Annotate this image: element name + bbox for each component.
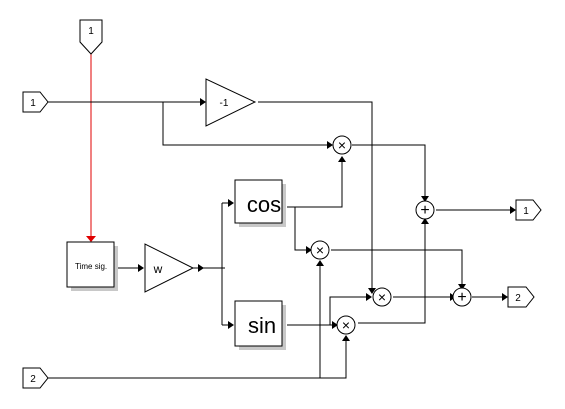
outport-1[interactable]: 1	[515, 199, 542, 221]
product-block-3[interactable]: ×	[372, 287, 392, 307]
sin-block[interactable]: sin	[234, 300, 286, 350]
wires	[48, 54, 516, 379]
product-1-symbol: ×	[338, 137, 346, 153]
wire-p1-out	[352, 144, 426, 197]
inport-top-label: 1	[88, 26, 94, 37]
wire-enable-arrowhead	[86, 236, 96, 242]
sum-2-symbol: +	[457, 289, 466, 306]
wire-cos-out	[287, 160, 343, 208]
gain-negative-one-block[interactable]: -1	[205, 78, 257, 127]
product-block-2[interactable]: ×	[310, 240, 330, 260]
outport-1-label: 1	[523, 206, 529, 217]
cos-block[interactable]: cos	[234, 179, 286, 227]
product-block-4[interactable]: ×	[336, 315, 356, 335]
wire-in1-branch	[162, 102, 327, 146]
wire-in2	[48, 339, 347, 379]
inport-1[interactable]: 1	[22, 91, 49, 113]
inport-top[interactable]: 1	[79, 19, 103, 55]
time-signal-label: Time sig.	[75, 262, 107, 271]
gain-w-block[interactable]: w	[144, 243, 195, 293]
product-2-symbol: ×	[316, 242, 324, 258]
sum-block-2[interactable]: +	[452, 287, 472, 307]
inport-2[interactable]: 2	[22, 367, 49, 389]
wire-p4-out	[358, 221, 426, 324]
wire-neg-out	[258, 101, 373, 290]
product-4-symbol: ×	[342, 317, 350, 333]
gain-negative-one-label: -1	[220, 98, 229, 109]
sum-1-symbol: +	[420, 202, 429, 219]
outport-2-label: 2	[515, 293, 521, 304]
product-3-symbol: ×	[378, 289, 386, 305]
cos-label: cos	[247, 192, 281, 217]
gain-w-label: w	[153, 262, 163, 276]
wire-p2-out	[331, 249, 463, 285]
sin-label: sin	[248, 313, 276, 338]
sum-block-1[interactable]: +	[415, 200, 435, 220]
outport-2[interactable]: 2	[507, 286, 535, 308]
time-signal-block[interactable]: Time sig.	[66, 241, 118, 291]
inport-1-label: 1	[30, 98, 36, 109]
inport-2-label: 2	[30, 374, 36, 385]
product-block-1[interactable]: ×	[332, 135, 352, 155]
